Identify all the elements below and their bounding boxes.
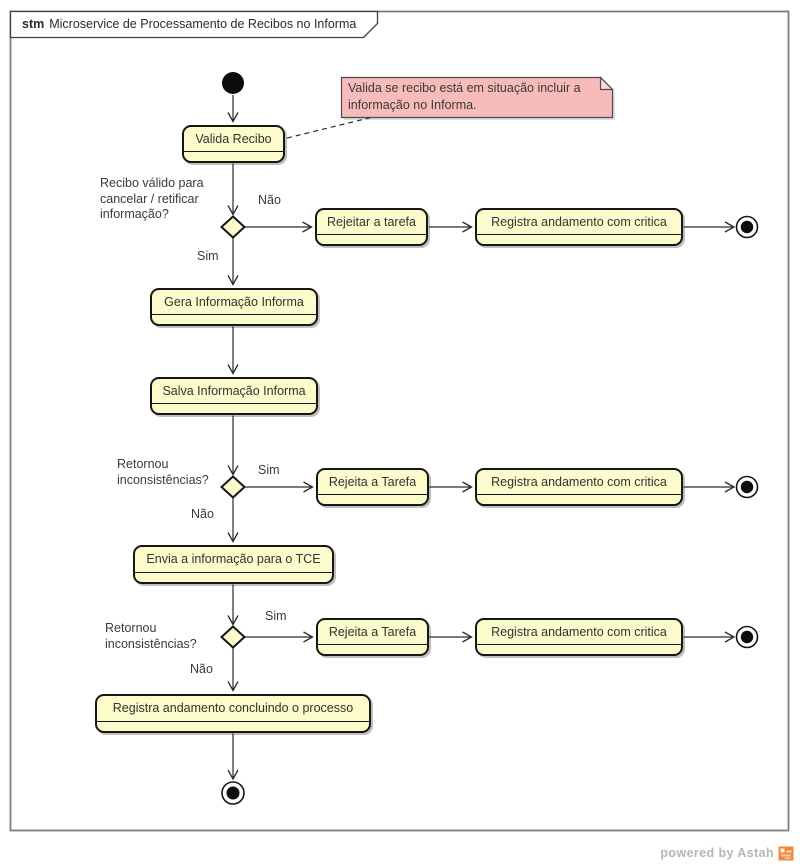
- final-node-1: [735, 215, 759, 239]
- state-compartment-divider: [152, 403, 316, 413]
- decision-node-2: [220, 475, 246, 499]
- state-label: Rejeita a Tarefa: [328, 624, 417, 639]
- frame-border: [9, 10, 790, 832]
- final-node-2: [735, 475, 759, 499]
- guard-nao-1: Não: [258, 193, 281, 207]
- state-registra-andamento-critica-2: Registra andamento com critica: [475, 468, 683, 506]
- state-rejeita-a-tarefa-2: Rejeita a Tarefa: [316, 468, 429, 506]
- guard-sim-2: Sim: [258, 463, 280, 477]
- question-retornou-inconsistencias-2: Retornou inconsistências?: [105, 621, 197, 651]
- note-text: Valida se recibo está em situação inclui…: [348, 81, 581, 112]
- state-registra-andamento-concluindo: Registra andamento concluindo o processo: [95, 694, 371, 733]
- frame-title: stm Microservice de Processamento de Reci…: [22, 17, 356, 31]
- state-label: Registra andamento concluindo o processo: [112, 701, 354, 715]
- question-retornou-inconsistencias-1: Retornou inconsistências?: [117, 457, 209, 487]
- note-shape: [340, 76, 614, 119]
- state-compartment-divider: [317, 234, 426, 244]
- initial-node: [222, 72, 244, 94]
- state-rejeitar-a-tarefa: Rejeitar a tarefa: [315, 208, 428, 246]
- state-rejeita-a-tarefa-3: Rejeita a Tarefa: [316, 618, 429, 656]
- note-anchor-line: [286, 116, 374, 139]
- note-fold-corner: [599, 76, 614, 91]
- state-label: Gera Informação Informa: [164, 294, 304, 309]
- astah-logo-icon: [778, 846, 794, 861]
- state-registra-andamento-critica-3: Registra andamento com critica: [475, 618, 683, 656]
- guard-sim-1: Sim: [197, 249, 219, 263]
- state-label: Envia a informação para o TCE: [146, 552, 321, 566]
- state-compartment-divider: [184, 151, 283, 161]
- state-compartment-divider: [477, 494, 681, 504]
- state-compartment-divider: [318, 494, 427, 504]
- state-label: Valida Recibo: [195, 131, 272, 146]
- state-compartment-divider: [97, 721, 369, 731]
- guard-nao-3: Não: [190, 662, 213, 676]
- decision-node-1: [220, 215, 246, 239]
- final-node-3: [735, 625, 759, 649]
- state-label: Salva Informação Informa: [162, 383, 306, 398]
- frame-title-tab: [9, 10, 379, 39]
- state-label: Rejeita a Tarefa: [328, 474, 417, 489]
- state-compartment-divider: [477, 234, 681, 244]
- guard-sim-3: Sim: [265, 609, 287, 623]
- state-compartment-divider: [135, 572, 332, 582]
- state-compartment-divider: [477, 644, 681, 654]
- state-compartment-divider: [152, 314, 316, 324]
- state-salva-informacao-informa: Salva Informação Informa: [150, 377, 318, 415]
- state-valida-recibo: Valida Recibo: [182, 125, 285, 163]
- question-recibo-valido: Recibo válido para cancelar / retificar …: [100, 176, 204, 221]
- state-registra-andamento-critica-1: Registra andamento com critica: [475, 208, 683, 246]
- state-envia-informacao-tce: Envia a informação para o TCE: [133, 545, 334, 584]
- frame-title-text: Microservice de Processamento de Recibos…: [49, 17, 357, 31]
- guard-nao-2: Não: [191, 507, 214, 521]
- state-label: Registra andamento com critica: [491, 474, 667, 489]
- watermark-text: powered by Astah: [660, 846, 774, 860]
- frame-diagram-type: stm: [22, 17, 45, 31]
- state-label: Registra andamento com critica: [491, 214, 667, 229]
- final-node-4: [221, 781, 245, 805]
- state-gera-informacao-informa: Gera Informação Informa: [150, 288, 318, 326]
- state-label: Rejeitar a tarefa: [327, 214, 416, 229]
- state-label: Registra andamento com critica: [491, 624, 667, 639]
- decision-node-3: [220, 625, 246, 649]
- watermark: powered by Astah: [660, 845, 794, 861]
- state-compartment-divider: [318, 644, 427, 654]
